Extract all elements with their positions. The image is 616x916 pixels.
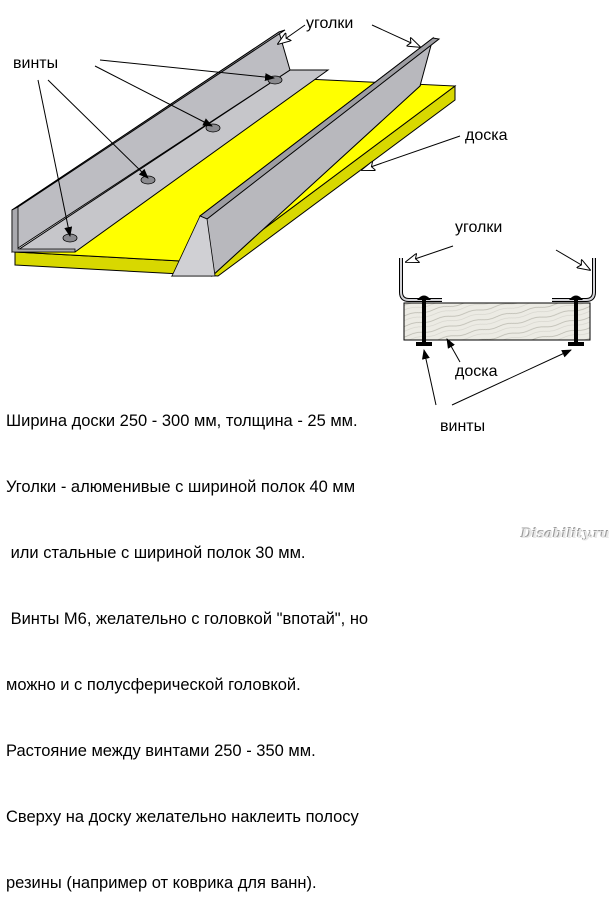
screw-heads	[62, 75, 283, 243]
section-board	[403, 302, 591, 341]
corners-arrows	[278, 24, 420, 47]
screw-head	[140, 175, 156, 185]
left-angle-end	[11, 206, 76, 253]
description-line: Сверху на доску желательно наклеить поло…	[6, 808, 359, 826]
label-corners-section: уголки	[455, 219, 502, 236]
section-board-arrow	[446, 338, 461, 363]
label-screws-section: винты	[440, 418, 485, 435]
cross-section	[399, 258, 596, 346]
description-line: можно и с полусферической головкой.	[6, 676, 301, 694]
section-corners-arrows	[406, 245, 590, 270]
description-line: резины (например от коврика для ванн).	[6, 874, 317, 892]
description-text: Ширина доски 250 - 300 мм, толщина - 25 …	[6, 366, 426, 916]
section-right-angle	[552, 258, 596, 302]
label-board-section: доска	[455, 363, 498, 380]
section-left-angle	[399, 258, 442, 302]
label-corners-main: уголки	[306, 15, 353, 32]
watermark: Disability.ru	[521, 527, 610, 542]
label-screws-main: винты	[13, 55, 58, 72]
ramp-diagram: винты уголки доска уго	[11, 15, 596, 435]
section-right-screw	[568, 295, 584, 346]
screw-head	[205, 123, 221, 133]
description-line: Уголки - алюменивые с шириной полок 40 м…	[6, 478, 356, 496]
screws-arrows	[37, 59, 275, 237]
description-line: или стальные с шириной полок 30 мм.	[6, 544, 306, 562]
board-arrow	[362, 135, 461, 170]
ramp-3d	[11, 29, 457, 277]
description-line: Растояние между винтами 250 - 350 мм.	[6, 742, 316, 760]
right-angle-end	[171, 215, 216, 277]
section-left-screw	[416, 295, 432, 346]
description-line: Винты М6, желательно с головкой "впотай"…	[6, 610, 369, 628]
label-board-main: доска	[465, 127, 508, 144]
description-line: Ширина доски 250 - 300 мм, толщина - 25 …	[6, 412, 358, 430]
section-screws-arrows	[422, 349, 572, 406]
